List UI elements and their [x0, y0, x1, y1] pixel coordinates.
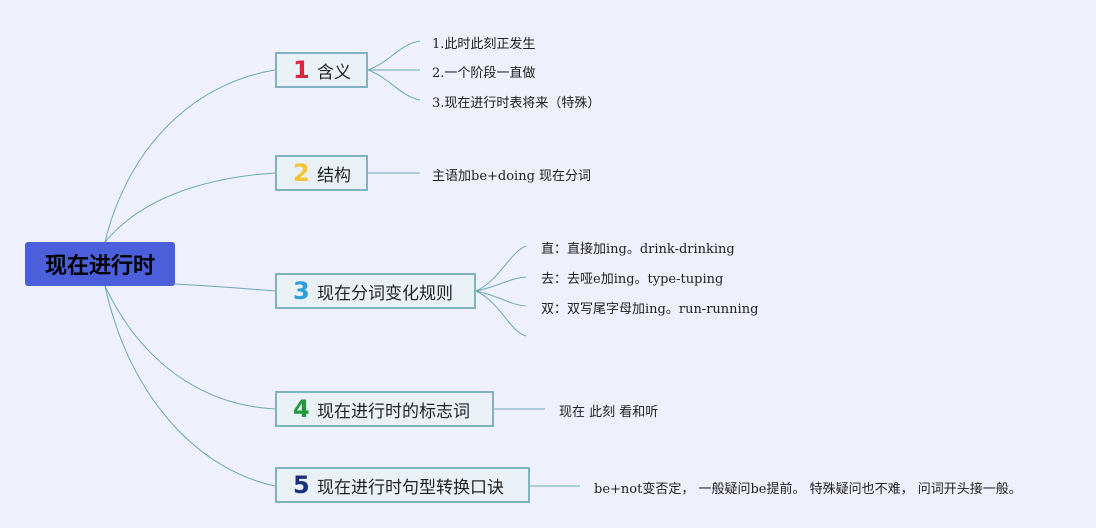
leaf-meaning-2[interactable]: 2.一个阶段一直做	[432, 66, 536, 81]
number-5-icon: 5	[293, 471, 310, 499]
number-2-icon: 2	[293, 159, 310, 187]
number-4-icon: 4	[293, 395, 310, 423]
branch-participle-rules[interactable]: 3 现在分词变化规则	[275, 273, 476, 309]
branch-label: 现在进行时的标志词	[317, 401, 470, 422]
leaf-sentence-rhyme-1[interactable]: be+not变否定， 一般疑问be提前。 特殊疑问也不难， 问词开头接一般。	[594, 482, 1022, 497]
branch-label: 现在进行时句型转换口诀	[317, 477, 504, 498]
leaf-meaning-3[interactable]: 3.现在进行时表将来（特殊）	[432, 96, 601, 111]
branch-signal-words[interactable]: 4 现在进行时的标志词	[275, 391, 494, 427]
branch-meaning[interactable]: 1 含义	[275, 52, 368, 88]
leaf-rule-drop-e[interactable]: 去：去哑e加ing。type-tuping	[541, 272, 724, 287]
leaf-structure-1[interactable]: 主语加be+doing 现在分词	[432, 169, 592, 184]
branch-sentence-rhyme[interactable]: 5 现在进行时句型转换口诀	[275, 467, 530, 503]
leaf-meaning-1[interactable]: 1.此时此刻正发生	[432, 37, 536, 52]
branch-label: 现在分词变化规则	[317, 283, 453, 304]
root-topic[interactable]: 现在进行时	[25, 242, 175, 286]
leaf-rule-double[interactable]: 双：双写尾字母加ing。run-running	[541, 302, 759, 317]
leaf-signal-words-1[interactable]: 现在 此刻 看和听	[559, 405, 659, 420]
number-1-icon: 1	[293, 56, 310, 84]
branch-structure[interactable]: 2 结构	[275, 155, 368, 191]
branch-label: 结构	[317, 165, 351, 186]
branch-label: 含义	[317, 62, 351, 83]
leaf-rule-direct[interactable]: 直：直接加ing。drink-drinking	[541, 242, 735, 257]
number-3-icon: 3	[293, 277, 310, 305]
